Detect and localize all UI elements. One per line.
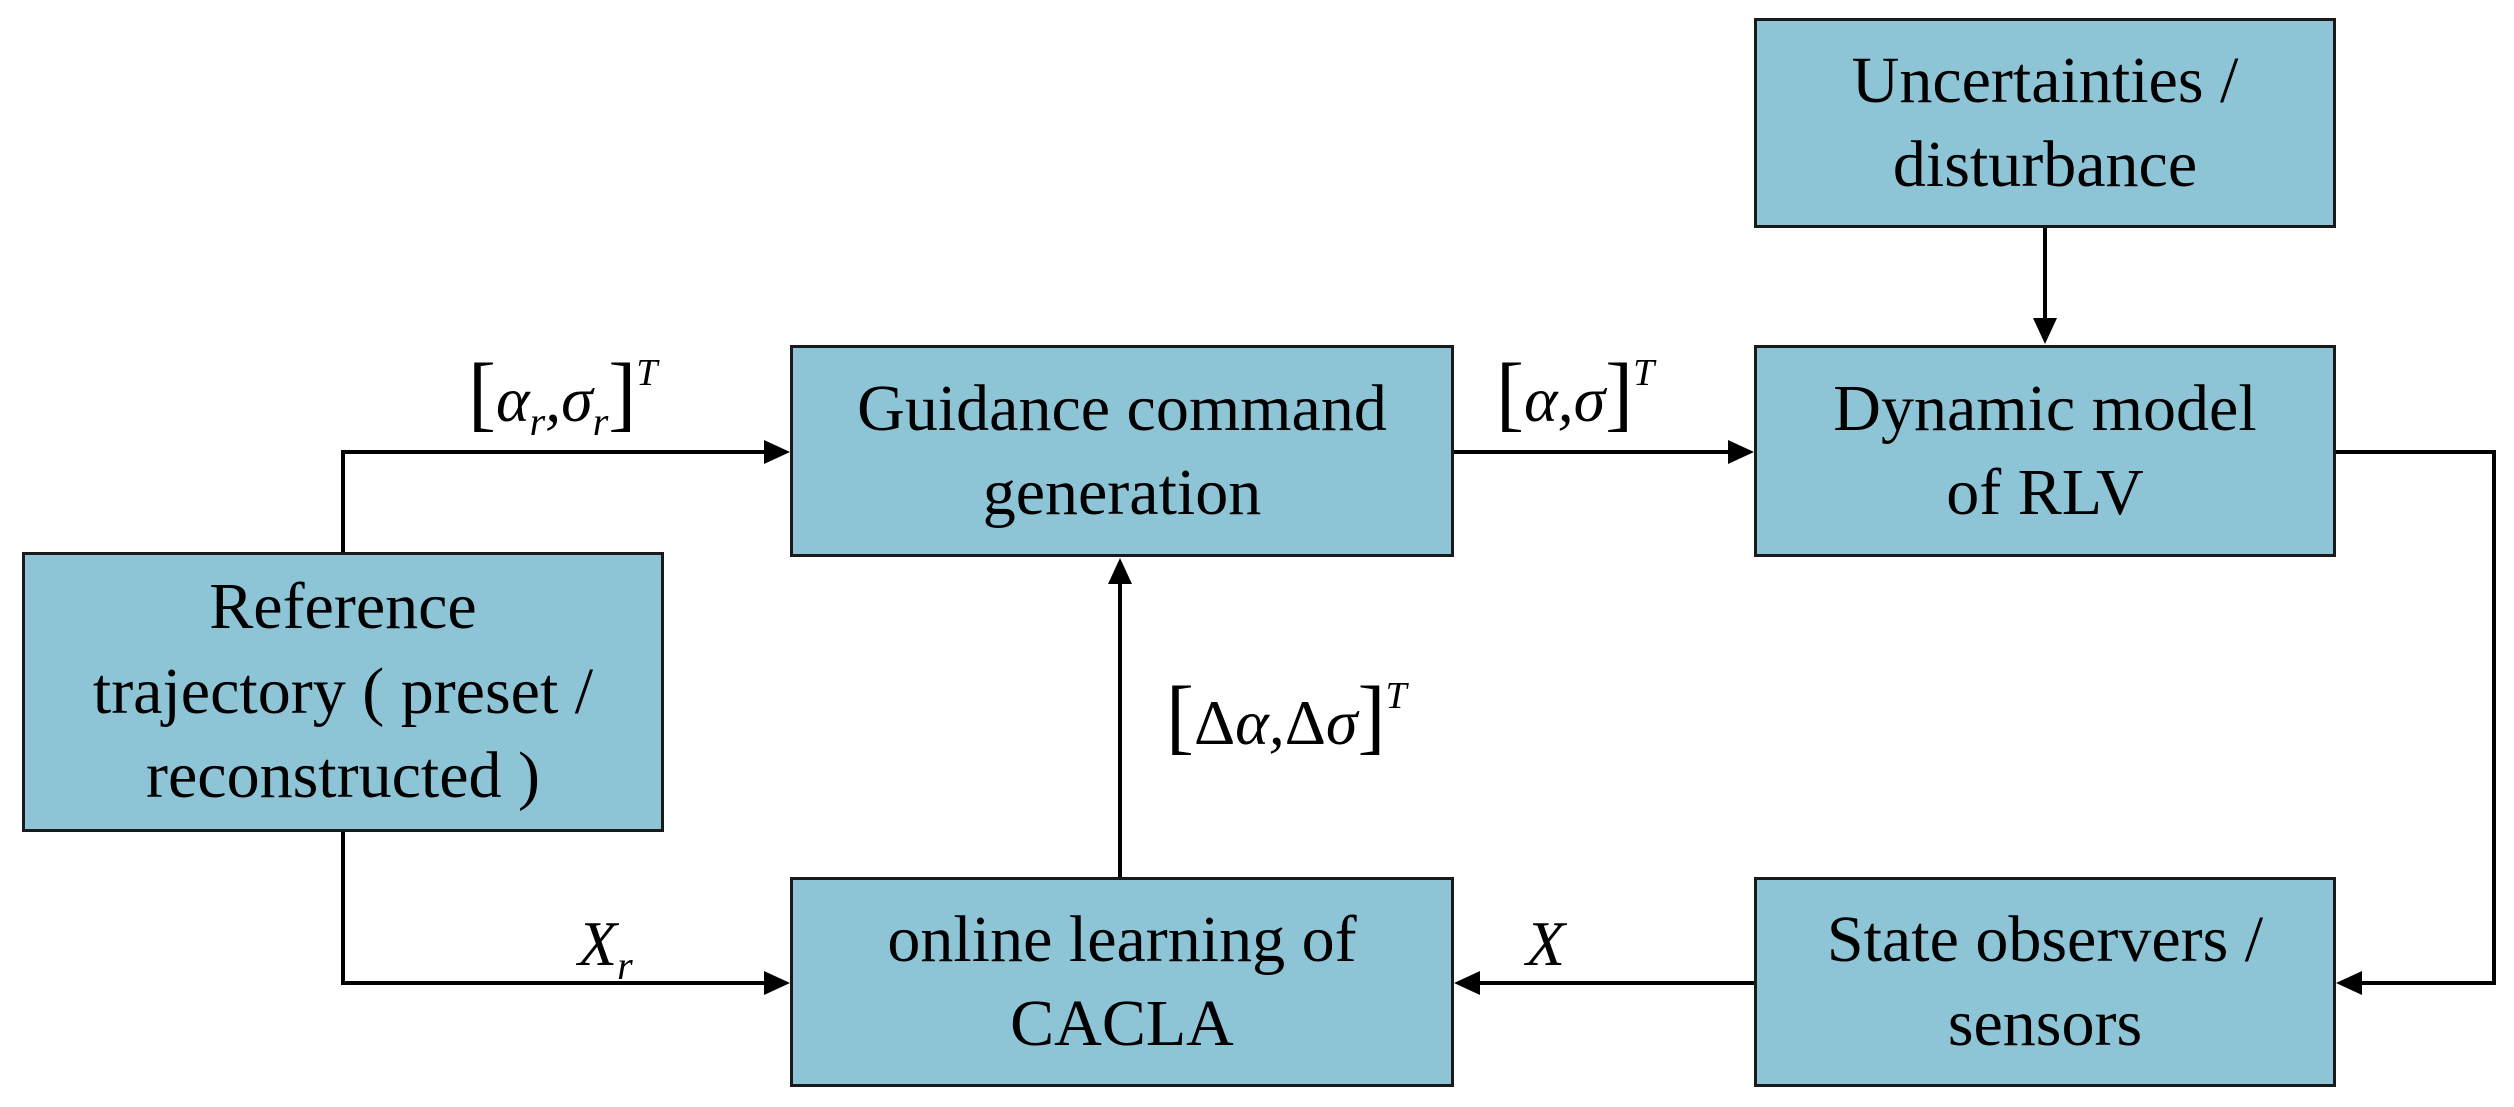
reference-line-2: trajectory ( preset / bbox=[92, 654, 594, 728]
dynamic-line-1: Dynamic model bbox=[1833, 371, 2257, 445]
arrowhead-dynamic-to-state bbox=[2336, 971, 2362, 995]
uncertainties-line-2: disturbance bbox=[1892, 128, 2198, 201]
guidance-line-2: generation bbox=[982, 456, 1262, 529]
arrowhead-uncertainty-to-dynamic bbox=[2033, 318, 2057, 344]
arrowhead-reference-to-cacla bbox=[764, 971, 790, 995]
reference-command-label: [αr,σr]T bbox=[468, 347, 658, 444]
reference-trajectory-box: Reference trajectory ( preset / reconstr… bbox=[22, 552, 664, 832]
arrow-dynamic-to-state bbox=[2336, 450, 2496, 985]
dynamic-line-2: of RLV bbox=[1946, 456, 2144, 529]
reference-line-3: reconstructed ) bbox=[146, 739, 540, 813]
uncertainties-disturbance-box: Uncertainties / disturbance bbox=[1754, 18, 2336, 228]
reference-state-label: Xr bbox=[578, 908, 633, 988]
arrowhead-guidance-to-dynamic bbox=[1728, 440, 1754, 464]
state-label: X bbox=[1526, 908, 1566, 979]
cacla-line-2: CACLA bbox=[1010, 987, 1234, 1060]
reference-line-1: Reference bbox=[209, 570, 477, 644]
dynamic-model-box: Dynamic model of RLV bbox=[1754, 345, 2336, 557]
arrowhead-cacla-to-guidance bbox=[1108, 558, 1132, 584]
delta-command-label: [Δα,Δσ]T bbox=[1166, 670, 1407, 763]
state-observers-box: State observers / sensors bbox=[1754, 877, 2336, 1087]
guidance-line-1: Guidance command bbox=[857, 371, 1387, 445]
arrow-reference-to-guidance bbox=[341, 450, 766, 552]
state-line-2: sensors bbox=[1947, 987, 2143, 1060]
arrowhead-reference-to-guidance bbox=[764, 440, 790, 464]
state-line-1: State observers / bbox=[1826, 902, 2264, 976]
cacla-line-1: online learning of bbox=[887, 902, 1357, 976]
arrow-reference-to-cacla bbox=[341, 832, 766, 985]
guidance-command-generation-box: Guidance command generation bbox=[790, 345, 1454, 557]
arrowhead-state-to-cacla bbox=[1454, 971, 1480, 995]
cacla-learning-box: online learning of CACLA bbox=[790, 877, 1454, 1087]
uncertainties-line-1: Uncertainties / bbox=[1851, 43, 2239, 117]
guidance-command-label: [α,σ]T bbox=[1496, 347, 1655, 440]
